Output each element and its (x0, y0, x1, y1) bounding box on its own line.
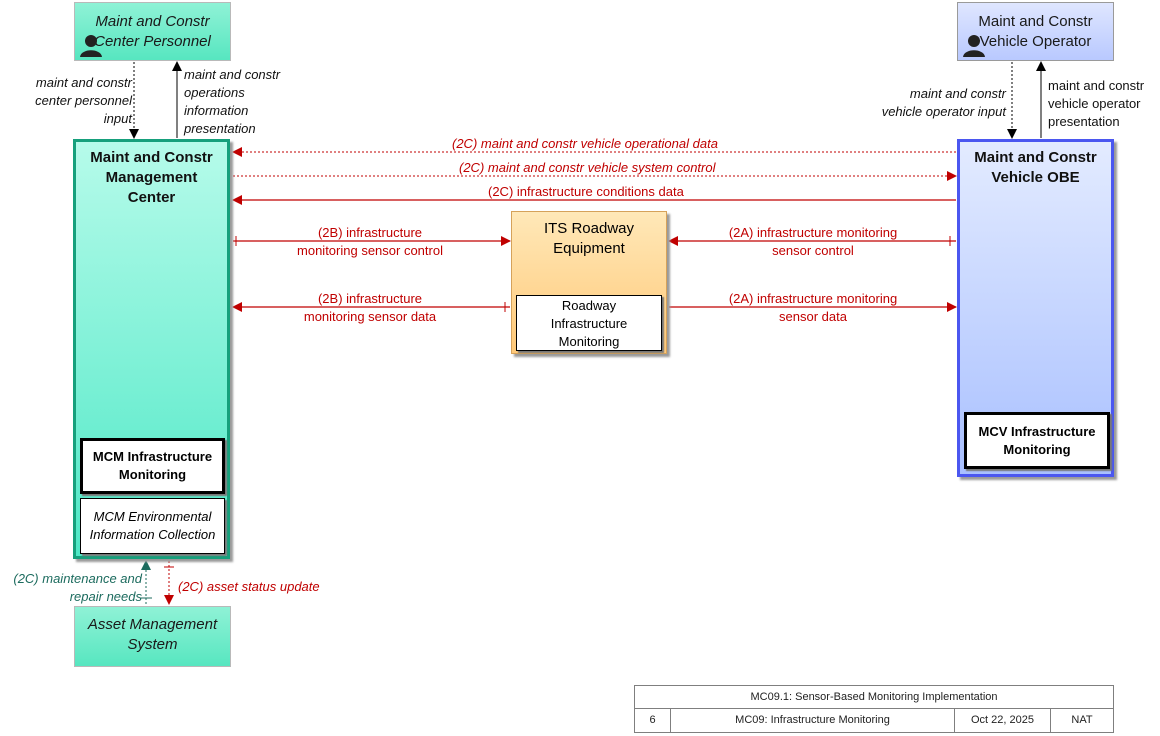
asset-management-system-box[interactable]: Asset Management System (74, 606, 231, 667)
title-block-name: MC09: Infrastructure Monitoring (670, 708, 955, 733)
vehicle-operator-line2: Vehicle Operator (979, 33, 1092, 50)
veh-sys-control-label: (2C) maint and constr vehicle system con… (459, 160, 716, 175)
asset-mgmt-line1: Asset Management (87, 616, 218, 633)
center-personnel-line2: Center Personnel (94, 33, 211, 50)
center-personnel-line1: Maint and Constr (95, 13, 210, 30)
center-personnel-box[interactable]: Maint and Constr Center Personnel (74, 2, 231, 61)
title-block-org: NAT (1050, 708, 1114, 733)
title-block-heading: MC09.1: Sensor-Based Monitoring Implemen… (634, 685, 1114, 709)
person-icon (80, 35, 102, 57)
title-block-page: 6 (634, 708, 671, 733)
vehicle-operator-box[interactable]: Maint and Constr Vehicle Operator (957, 2, 1114, 61)
infra-cond-label: (2C) infrastructure conditions data (488, 184, 684, 199)
vehicle-operator-line1: Maint and Constr (978, 13, 1093, 30)
asset-mgmt-line2: System (127, 636, 178, 653)
veh-op-data-label: (2C) maint and constr vehicle operationa… (452, 136, 718, 151)
title-block-date: Oct 22, 2025 (954, 708, 1051, 733)
person-icon (963, 35, 985, 57)
asset-status-label: (2C) asset status update (178, 579, 320, 594)
